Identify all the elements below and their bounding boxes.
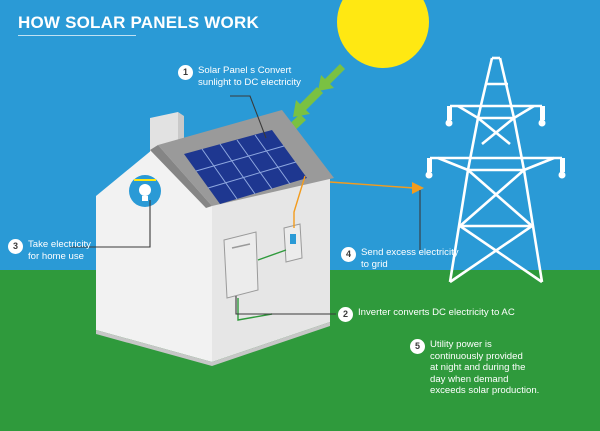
step-5-number: 5	[410, 339, 425, 354]
step-4-text: Send excess electricity to grid	[361, 247, 459, 270]
leader-step-3	[70, 200, 151, 248]
tower-right-leg	[498, 57, 544, 283]
step-3-text: Take electricity for home use	[28, 239, 91, 262]
gable-wall	[96, 145, 212, 362]
grid-arrow-icon	[412, 182, 424, 194]
step-2-text: Inverter converts DC electricity to AC	[358, 307, 515, 318]
step-1-number: 1	[178, 65, 193, 80]
sun-arrow-1	[318, 60, 345, 91]
inverter-detail	[231, 243, 251, 249]
step-4-number: 4	[341, 247, 356, 262]
step-4-label: 4 Send excess electricity to grid	[341, 247, 459, 270]
tower-insulators	[425, 106, 566, 179]
step-3-label: 3 Take electricity for home use	[8, 239, 91, 262]
bulb-base	[142, 196, 148, 201]
transmission-tower	[430, 56, 562, 284]
step-5-text: Utility power is continuously provided a…	[430, 339, 540, 396]
sun-arrow-2	[293, 84, 323, 117]
light-bulb-icon	[139, 184, 151, 196]
wire-home-use	[237, 298, 273, 321]
step-2-label: 2 Inverter converts DC electricity to AC	[338, 307, 515, 322]
foundation	[96, 322, 330, 366]
roof-edge	[150, 145, 212, 208]
inverter	[223, 231, 259, 299]
wire-inverter-to-box	[257, 249, 287, 261]
leader-step-1	[230, 95, 267, 139]
page-title: HOW SOLAR PANELS WORK	[18, 13, 259, 32]
title-underline	[18, 35, 136, 36]
step-3-number: 3	[8, 239, 23, 254]
wire-to-grid	[329, 181, 415, 189]
wire-panel-to-inverter	[293, 175, 306, 228]
step-1-label: 1 Solar Panel s Convert sunlight to DC e…	[178, 65, 301, 88]
side-wall	[212, 176, 330, 362]
house	[96, 110, 334, 366]
step-5-label: 5 Utility power is continuously provided…	[410, 339, 539, 397]
step-2-number: 2	[338, 307, 353, 322]
leader-step-2	[235, 296, 336, 315]
tower-left-leg	[448, 57, 494, 283]
solar-panel-grid	[195, 134, 297, 200]
leader-lines	[70, 95, 421, 315]
sun	[337, 0, 429, 68]
step-1-text: Solar Panel s Convert sunlight to DC ele…	[198, 65, 301, 88]
wiring	[237, 175, 424, 321]
switch-display	[290, 234, 296, 244]
